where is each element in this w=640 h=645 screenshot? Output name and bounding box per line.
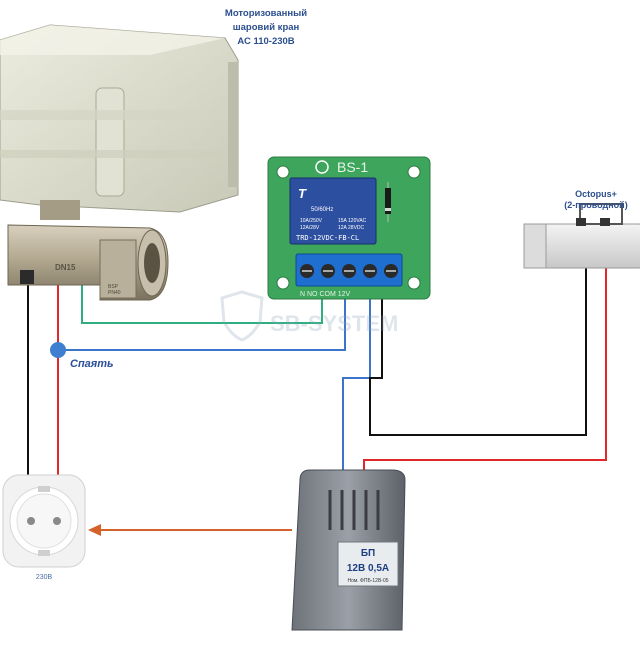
socket-label: 230В — [36, 574, 53, 581]
psu-vents — [328, 490, 380, 530]
black-wire-sensor — [369, 265, 587, 436]
valve-title-line-2: шаровий кран — [233, 22, 300, 33]
leak-sensor — [523, 203, 640, 269]
relay-spec-left-1: 10A/250V — [300, 218, 323, 224]
motorized-valve: DN15 BSP PN40 — [0, 24, 239, 301]
power-supply: БП 12В 0,5А Ном. ФПБ-12В-05 — [291, 469, 406, 631]
relay-model: TRD-12VDC-FB-CL — [296, 234, 359, 242]
terminal-screws — [300, 264, 398, 278]
wires — [27, 262, 607, 536]
valve-fitting-mark-1: BSP — [108, 284, 119, 290]
solder-point — [50, 342, 66, 358]
relay-spec-right-1: 15A 120VAC — [338, 218, 367, 224]
socket-pin-right — [53, 517, 61, 525]
solder-label: Спаять — [70, 358, 114, 370]
orange-arrow-head — [88, 524, 101, 536]
valve-title-line-1: Моторизованный — [225, 8, 307, 19]
blue-wire-psu — [342, 288, 371, 472]
valve-title-line-3: АС 110-230В — [237, 36, 294, 47]
relay-freq: 50/60Hz — [311, 207, 333, 213]
relay-board: BS-1 T 50/60Hz 10A/250V 12A/28V 15A 120V… — [267, 156, 431, 300]
relay-spec-left-2: 12A/28V — [300, 225, 320, 231]
red-wire-psu — [363, 262, 607, 472]
watermark: SB-SYSTEM — [220, 290, 398, 342]
sensor-label-line-2: (2-проводной) — [564, 200, 627, 210]
relay-board-label: BS-1 — [337, 159, 368, 175]
diode-component — [385, 188, 391, 214]
psu-label-plate — [337, 541, 399, 587]
blue-wire-top — [58, 288, 346, 351]
valve-fitting-mark-2: PN40 — [108, 290, 121, 296]
psu-name: БП — [361, 548, 375, 559]
green-wire — [81, 262, 323, 324]
valve-body-mark: DN15 — [55, 263, 76, 272]
socket-pin-left — [27, 517, 35, 525]
board-logo-icon — [315, 160, 329, 174]
psu-model: Ном. ФПБ-12В-05 — [347, 578, 388, 584]
sensor-label-line-1: Octopus+ — [575, 189, 617, 199]
relay-component — [289, 177, 377, 245]
watermark-text: SB-SYSTEM — [270, 311, 398, 336]
watermark-shield-icon — [220, 290, 264, 342]
power-socket — [2, 474, 86, 568]
terminal-labels: N NO COM 12V — [300, 291, 351, 298]
psu-rating: 12В 0,5А — [347, 563, 389, 574]
relay-brand-logo: T — [298, 186, 307, 201]
relay-spec-right-2: 12A 28VDC — [338, 225, 365, 231]
